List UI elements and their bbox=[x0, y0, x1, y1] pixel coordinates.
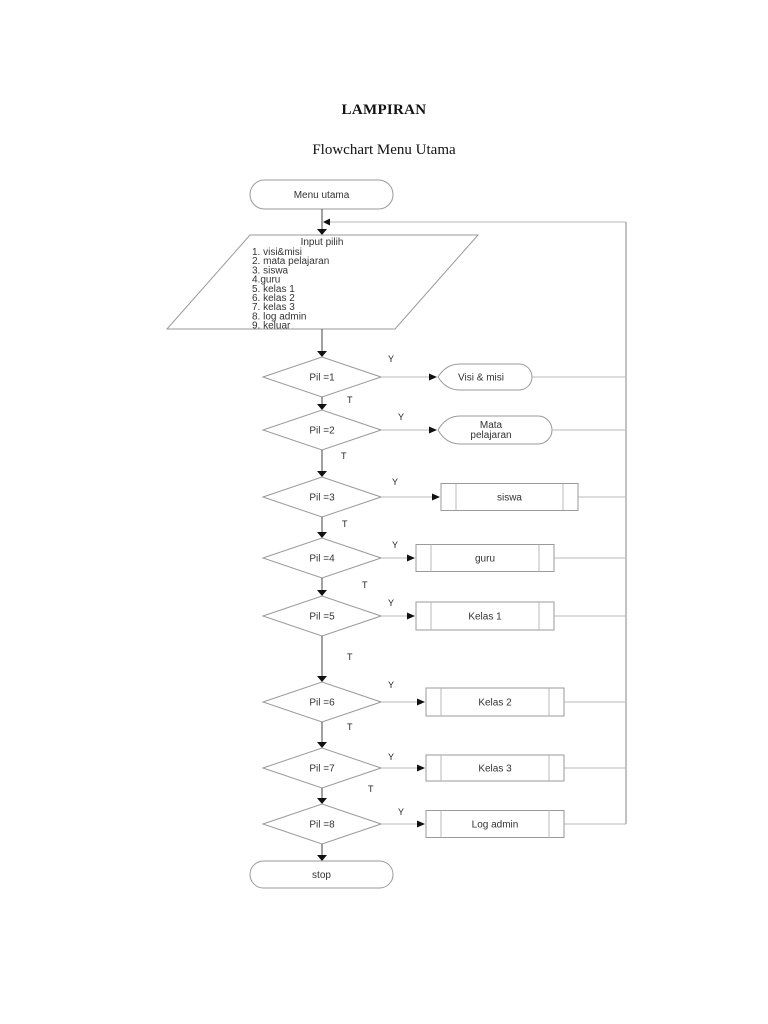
arrow-down-icon bbox=[317, 471, 327, 477]
yes-label: Y bbox=[392, 477, 398, 487]
input-option: 6. kelas 2 bbox=[252, 293, 295, 304]
yes-label: Y bbox=[388, 752, 394, 762]
input-heading: Input pilih bbox=[301, 237, 344, 248]
action-siswa: siswa bbox=[440, 483, 579, 511]
subprocess-box bbox=[425, 810, 565, 838]
action-label-line: pelajaran bbox=[470, 430, 511, 441]
no-label: T bbox=[341, 451, 347, 461]
yes-label: Y bbox=[398, 807, 404, 817]
arrow-right-icon bbox=[407, 554, 415, 562]
subprocess-box bbox=[440, 483, 579, 511]
decision-label: Pil =6 bbox=[309, 698, 335, 709]
no-label: T bbox=[347, 652, 353, 662]
arrow-down-icon bbox=[317, 404, 327, 410]
arrow-left-icon bbox=[323, 218, 330, 226]
no-label: T bbox=[347, 722, 353, 732]
start-label: Menu utama bbox=[294, 190, 350, 201]
end-label: stop bbox=[312, 870, 331, 881]
no-label: T bbox=[362, 580, 368, 590]
yes-label: Y bbox=[388, 598, 394, 608]
input-option: 5. kelas 1 bbox=[252, 284, 295, 295]
action-label: Kelas 1 bbox=[468, 612, 502, 623]
arrow-right-icon bbox=[429, 373, 437, 381]
action-kelas-3: Kelas 3 bbox=[425, 754, 565, 782]
action-label: Kelas 2 bbox=[478, 698, 512, 709]
arrow-right-icon bbox=[417, 764, 425, 772]
arrow-down-icon bbox=[317, 676, 327, 682]
start-terminal: Menu utama bbox=[249, 179, 394, 210]
subprocess-box bbox=[425, 754, 565, 782]
subprocess-box bbox=[425, 687, 565, 717]
arrow-down-icon bbox=[317, 590, 327, 596]
decision-step: Pil =6 Y T Kelas 2 bbox=[261, 636, 626, 732]
input-option: 9. keluar bbox=[252, 321, 291, 332]
input-option: 7. kelas 3 bbox=[252, 302, 295, 313]
decision-step: Pil =5 Y T Kelas 1 bbox=[261, 578, 626, 662]
input-option: 4.guru bbox=[252, 275, 280, 286]
decision-label: Pil =1 bbox=[309, 373, 335, 384]
subprocess-box bbox=[415, 601, 555, 631]
decision-label: Pil =4 bbox=[309, 554, 335, 565]
arrow-down-icon bbox=[317, 742, 327, 748]
yes-label: Y bbox=[388, 354, 394, 364]
arrow-down-icon bbox=[317, 351, 327, 357]
action-visi-misi: Visi & misi bbox=[437, 363, 533, 391]
input-option: 1. visi&misi bbox=[252, 247, 302, 258]
action-label: Kelas 3 bbox=[478, 764, 512, 775]
action-label: Visi & misi bbox=[458, 373, 504, 384]
arrow-down-icon bbox=[317, 798, 327, 804]
action-guru: guru bbox=[415, 544, 555, 572]
decision-label: Pil =5 bbox=[309, 612, 335, 623]
yes-label: Y bbox=[388, 680, 394, 690]
decision-label: Pil =8 bbox=[309, 820, 335, 831]
arrow-down-icon bbox=[317, 532, 327, 538]
end-terminal: stop bbox=[249, 860, 394, 889]
input-option: 3. siswa bbox=[252, 265, 289, 276]
document-subtitle: Flowchart Menu Utama bbox=[312, 142, 456, 158]
input-option: 8. log admin bbox=[252, 311, 306, 322]
arrow-right-icon bbox=[432, 493, 440, 501]
no-label: T bbox=[342, 519, 348, 529]
action-kelas-1: Kelas 1 bbox=[415, 601, 555, 631]
decision-label: Pil =2 bbox=[309, 426, 335, 437]
decision-label: Pil =7 bbox=[309, 764, 335, 775]
action-log-admin: Log admin bbox=[425, 810, 565, 838]
arrow-down-icon bbox=[317, 855, 327, 861]
decision-step: Pil =1 Y T Visi & misi bbox=[261, 329, 626, 405]
action-label-line: Mata bbox=[480, 420, 503, 431]
arrow-right-icon bbox=[407, 612, 415, 620]
arrow-down-icon bbox=[317, 229, 327, 235]
arrow-right-icon bbox=[417, 698, 425, 706]
decision-label: Pil =3 bbox=[309, 493, 335, 504]
document-title: LAMPIRAN bbox=[341, 102, 427, 118]
decision-step: Pil =8 Y Log admin bbox=[261, 788, 626, 845]
no-label: T bbox=[368, 784, 374, 794]
decision-step: Pil =7 Y T Kelas 3 bbox=[261, 722, 626, 794]
action-kelas-2: Kelas 2 bbox=[425, 687, 565, 717]
action-label: guru bbox=[475, 554, 495, 565]
yes-label: Y bbox=[392, 540, 398, 550]
arrow-right-icon bbox=[417, 820, 425, 828]
action-label: Log admin bbox=[472, 820, 519, 831]
yes-label: Y bbox=[398, 412, 404, 422]
arrow-right-icon bbox=[429, 426, 437, 434]
no-label: T bbox=[347, 395, 353, 405]
action-label: siswa bbox=[497, 493, 522, 504]
input-option: 2. mata pelajaran bbox=[252, 256, 329, 267]
display-shape bbox=[437, 415, 553, 445]
